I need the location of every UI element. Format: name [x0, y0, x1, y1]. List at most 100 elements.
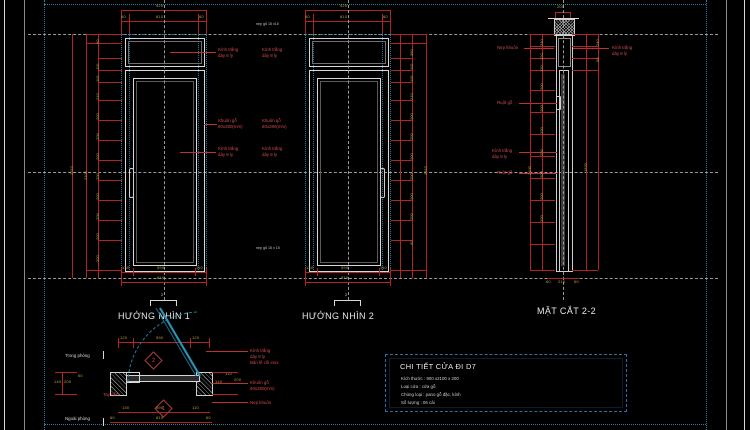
view2-section-tick-l — [334, 300, 335, 306]
view2-ext-l — [305, 10, 306, 34]
view1-note-glass2: Kính trắng dày 8 ly — [218, 146, 238, 158]
section-note-glass-right-l2: dày 8 ly — [612, 50, 628, 56]
plan-dim-left-2: 200 — [64, 379, 72, 384]
view1-dim-bottom-c: 110 — [196, 265, 203, 270]
view1-dim-top-edge-right: 60 — [199, 14, 204, 19]
view1-tick-4 — [98, 70, 122, 71]
view1-door-leaf — [125, 70, 205, 272]
section-leader-nepkhuon — [524, 48, 554, 49]
view1-dimline-left-a — [72, 34, 73, 278]
plan-frame-line-2 — [126, 382, 140, 383]
view2-section-bar — [334, 300, 360, 301]
plan-dim-top-line — [118, 342, 210, 343]
view1-elevation[interactable]: 920 810 60 60 2310 2100 — [0, 0, 280, 330]
view2-transom-glass — [309, 38, 389, 67]
plan-leader-nepkhuon — [212, 402, 248, 403]
plan-note-banle: Bản lề cối inox — [250, 359, 279, 365]
view1-dim-bottom-line2 — [121, 282, 207, 283]
section-dimline-r-b — [598, 34, 599, 270]
plan-dim-left-line — [62, 372, 63, 394]
view2-note-glass: Kính trắng dày 8 ly — [262, 47, 282, 59]
plan-top-ext-a — [133, 338, 134, 348]
title-block-heading: CHI TIẾT CỬA ĐI D7 — [400, 362, 477, 371]
view1-tick-11 — [98, 200, 122, 201]
section-tick-l5 — [530, 90, 555, 91]
plan-note-frame-l2: 60x280(mm) — [250, 385, 275, 391]
section-dim-l-9: 200 — [539, 193, 544, 200]
section-dim-l-3: 120 — [539, 65, 544, 72]
view2-door-panel-inner — [320, 81, 378, 263]
view1-bot-ext-a — [133, 268, 134, 276]
view2-dim-bottom-overall: 810 — [341, 275, 349, 280]
section-note-glass-right: Kính trắng dày 8 ly — [612, 45, 632, 57]
view1-tick-7 — [98, 120, 122, 121]
view2-dimline-a — [400, 34, 401, 278]
plan-note-glass-l1: Kính trắng — [250, 348, 271, 353]
view2-frame-inner-right — [382, 34, 383, 270]
section-tick-r4 — [572, 70, 598, 71]
plan-dim-left-t1 — [55, 372, 77, 373]
view2-title: HƯỚNG NHÌN 2 — [302, 311, 375, 321]
view2-ext-r2 — [382, 14, 383, 34]
view2-dimline-c — [426, 34, 427, 278]
view2-dimline-b — [412, 34, 413, 278]
plan-frame-line-3 — [139, 372, 140, 383]
view1-door-handle — [129, 168, 134, 198]
plan-arrow-ngoai-phong — [103, 418, 104, 426]
view1-tick-2 — [86, 43, 122, 44]
plan-top-ext-l — [118, 338, 119, 348]
view1-note-glass2-line1: Kính trắng — [218, 146, 239, 151]
title-block[interactable]: CHI TIẾT CỬA ĐI D7 Kích thước : 900 x210… — [385, 354, 627, 412]
plan-leader-frame — [212, 383, 248, 384]
title-block-row-3: Số lượng : 06 cái — [401, 400, 435, 405]
view1-leader-glass — [170, 52, 216, 53]
grid-dashed-left — [44, 0, 45, 430]
view2-tick-1 — [391, 34, 426, 35]
plan-top-ext-r — [209, 338, 210, 348]
plan-door-leaf — [126, 375, 200, 382]
plan-dim-top-1: 120 — [120, 335, 128, 340]
plan-detail[interactable]: 120 590 120 2 1 Trong phòng Ngoài phòng … — [0, 307, 320, 430]
view1-dim-top-inner: 810 — [156, 14, 164, 19]
section-glass-opening — [558, 38, 571, 67]
view1-note-glass2-line2: dày 8 ly — [218, 151, 234, 157]
view1-ext-line-l2 — [129, 14, 130, 34]
section-view[interactable]: 200 Nẹp khuôn Ruột gỗ Kính trắng dày 8 l… — [0, 0, 750, 330]
section-dim-r-1: 240 — [595, 39, 600, 46]
plan-dim-bottom-edge-r: 60 — [206, 415, 211, 420]
section-tick-l3 — [530, 58, 555, 59]
plan-dim-bottom-2: 590 — [156, 405, 164, 410]
view1-note-glass: Kính trắng dày 8 ly — [218, 47, 238, 59]
view2-note-frame-line2: 60x280(mm) — [262, 123, 287, 129]
plan-dim-bottom-overall: 810 — [156, 415, 164, 420]
section-tick-l10 — [530, 200, 555, 201]
view1-ext-line-r2 — [198, 14, 199, 34]
plan-frame-line-1 — [126, 372, 140, 373]
plan-dim-top-3: 120 — [192, 335, 200, 340]
section-dim-l-sub: 2100 — [527, 166, 532, 175]
plan-dim-bottom-3: 110 — [192, 405, 199, 410]
view2-tick-2 — [391, 43, 426, 44]
section-tick-r5 — [572, 270, 598, 271]
section-tick-r1 — [572, 34, 598, 35]
plan-label-ngoai-phong: Ngoài phòng — [65, 416, 90, 421]
construction-line-mid — [28, 172, 718, 173]
section-dim-r-total: 1920 — [583, 163, 588, 172]
section-tick-r3 — [572, 58, 598, 59]
section-tick-l9 — [530, 178, 555, 179]
view2-note-glass2-line1: Kính trắng — [262, 146, 283, 151]
view2-tick-9 — [391, 160, 413, 161]
view2-tick-4 — [391, 70, 413, 71]
sheet-border-outer-left — [4, 0, 5, 430]
construction-line-bottom — [28, 278, 718, 279]
view1-ext-line-r — [206, 10, 207, 34]
view2-note-frame: Khuôn gỗ 60x280(mm) — [262, 118, 287, 130]
view2-centerline — [348, 0, 349, 300]
plan-dim-right-t2 — [212, 394, 238, 395]
view1-section-tick-r — [176, 300, 177, 306]
section-head-hatch — [554, 19, 575, 36]
view2-elevation[interactable]: 920 810 60 60 360 110 — [0, 0, 460, 330]
section-title: MẶT CẮT 2-2 — [537, 306, 597, 316]
plan-dim-right-2: 110 — [225, 371, 232, 376]
